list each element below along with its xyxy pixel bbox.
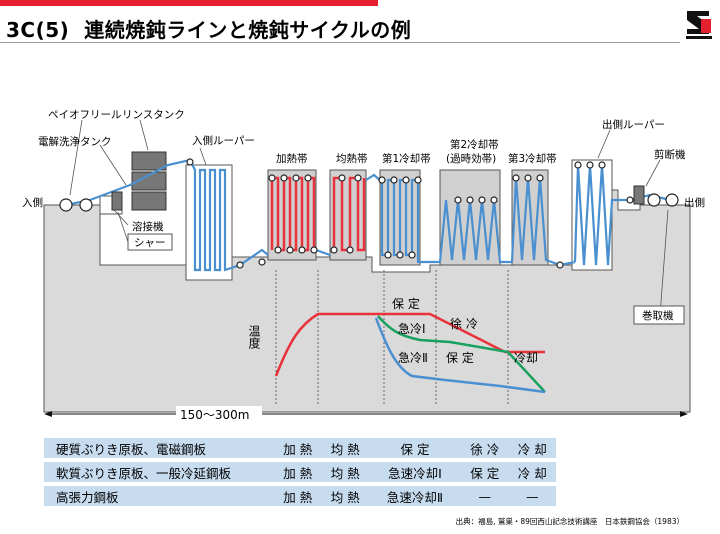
heat-curve: [274, 312, 545, 377]
table-row: 軟質ぶりき原板、一般冷延鋼板 加 熱 均 熱 急速冷却Ⅰ 保 定 冷 却: [44, 458, 556, 484]
label-heating-zone: 加熱帯: [276, 152, 308, 165]
label-shear: シャー: [134, 237, 166, 249]
label-rinse-tank: リンスタンク: [122, 109, 185, 121]
row-stage-3: 急速冷却Ⅰ: [368, 458, 461, 484]
row-stage-4: 保 定: [460, 458, 509, 484]
annealing-cycle-chart: 温度 保 定 急冷Ⅰ 徐 冷 急冷Ⅱ 保 定 冷却: [247, 270, 546, 405]
row-soaking: 均 熱: [330, 441, 360, 457]
row-stage-4: 徐 冷: [470, 441, 500, 457]
cleaning-tank-2: [131, 171, 167, 191]
leader-lines: [69, 119, 669, 316]
length-label: 150〜300m: [180, 408, 250, 422]
row-stage-5: 冷 却: [517, 441, 547, 457]
page-title: 3C(5) 連続焼鈍ラインと焼鈍サイクルの例: [6, 14, 411, 43]
cycle-cooling-label: 冷却: [514, 351, 538, 365]
table-row: 高張力鋼板 加 熱 均 熱 急速冷却Ⅱ — —: [44, 482, 556, 506]
row-soaking: 均 熱: [321, 458, 369, 484]
row-heating: 加 熱: [274, 458, 322, 484]
shear-entry-machine: [111, 191, 123, 211]
cooling-zone-2-box: [439, 169, 501, 266]
label-cleaning-tank: 電解洗浄タンク: [38, 135, 112, 148]
length-arrow-left-icon: [44, 411, 52, 417]
row-soaking: 均 熱: [321, 482, 369, 506]
soaking-strip: [332, 176, 366, 252]
length-arrow-right-icon: [680, 411, 688, 417]
header-rule: [0, 42, 680, 43]
cycle-rapid-cool-2-label: 急冷Ⅱ: [398, 350, 428, 365]
soaking-zone-box: [329, 169, 367, 261]
row-heating: 加 熱: [274, 482, 322, 506]
cleaning-tank-1: [131, 151, 167, 171]
tension-reel-label-box: [633, 305, 685, 325]
row-stage-4: —: [460, 482, 509, 506]
shear-label-box: [127, 233, 173, 251]
page-number: 3C(5): [6, 18, 70, 42]
cycle-slow-cool-label: 徐 冷: [450, 316, 478, 331]
label-entry: 入側: [22, 196, 43, 209]
label-soaking-zone: 均熱帯: [336, 152, 368, 165]
cycle-hold-2-label: 保 定: [446, 350, 474, 365]
cycle-rapid-cool-1-label: 急冷Ⅰ: [398, 321, 426, 336]
label-shear-exit: 剪断機: [654, 148, 686, 161]
rapid-cool-2-curve: [374, 317, 546, 394]
logo-icon: [683, 7, 715, 41]
row-stage-5: 冷 却: [508, 458, 556, 484]
rollers: [59, 158, 679, 269]
rapid-cool-1-curve: [377, 315, 546, 393]
row-heating: 加 熱: [283, 441, 313, 457]
label-cooling-zone-2: 第2冷却帯: [450, 138, 499, 151]
cycle-temperature-label: 温度: [247, 325, 261, 349]
row-stage-3: 急速冷却Ⅱ: [368, 482, 461, 506]
page-heading: 連続焼鈍ラインと焼鈍サイクルの例: [84, 18, 412, 42]
label-cooling-zone-3: 第3冷却帯: [508, 152, 557, 165]
row-material: 硬質ぶりき原板、電磁鋼板: [56, 441, 207, 457]
row-material: 軟質ぶりき原板、一般冷延鋼板: [44, 458, 274, 484]
label-cooling-zone-2-sub: (過時効帯): [446, 152, 496, 165]
row-stage-5: —: [508, 482, 556, 506]
row-material: 高張力鋼板: [44, 482, 274, 506]
label-tension-reel: 巻取機: [642, 309, 674, 322]
table-row: 硬質ぶりき原板、電磁鋼板 加 熱 均 熱 保 定 徐 冷 冷 却: [44, 438, 556, 460]
label-payoff-reel: ペイオフリール: [48, 109, 122, 121]
row-stage-3: 保 定: [400, 441, 430, 457]
label-exit: 出側: [684, 196, 705, 209]
label-entry-looper: 入側ルーパー: [192, 134, 255, 147]
cycle-hold-label: 保 定: [392, 296, 420, 311]
source-credit: 出典：福島, 鷲巣・89回西山記念技術講座 日本鉄鋼協会（1983）: [455, 517, 684, 526]
header-accent-bar: [0, 0, 378, 6]
label-welder: 溶接機: [132, 220, 164, 233]
label-exit-looper: 出側ルーパー: [602, 118, 665, 131]
length-label-bg: [176, 406, 262, 422]
shear-exit-machine: [633, 185, 645, 205]
annealing-cycle-table: 硬質ぶりき原板、電磁鋼板 加 熱 均 熱 保 定 徐 冷 冷 却 軟質ぶりき原板…: [44, 438, 556, 506]
label-cooling-zone-1: 第1冷却帯: [382, 152, 431, 165]
cleaning-tank-3: [131, 191, 167, 211]
